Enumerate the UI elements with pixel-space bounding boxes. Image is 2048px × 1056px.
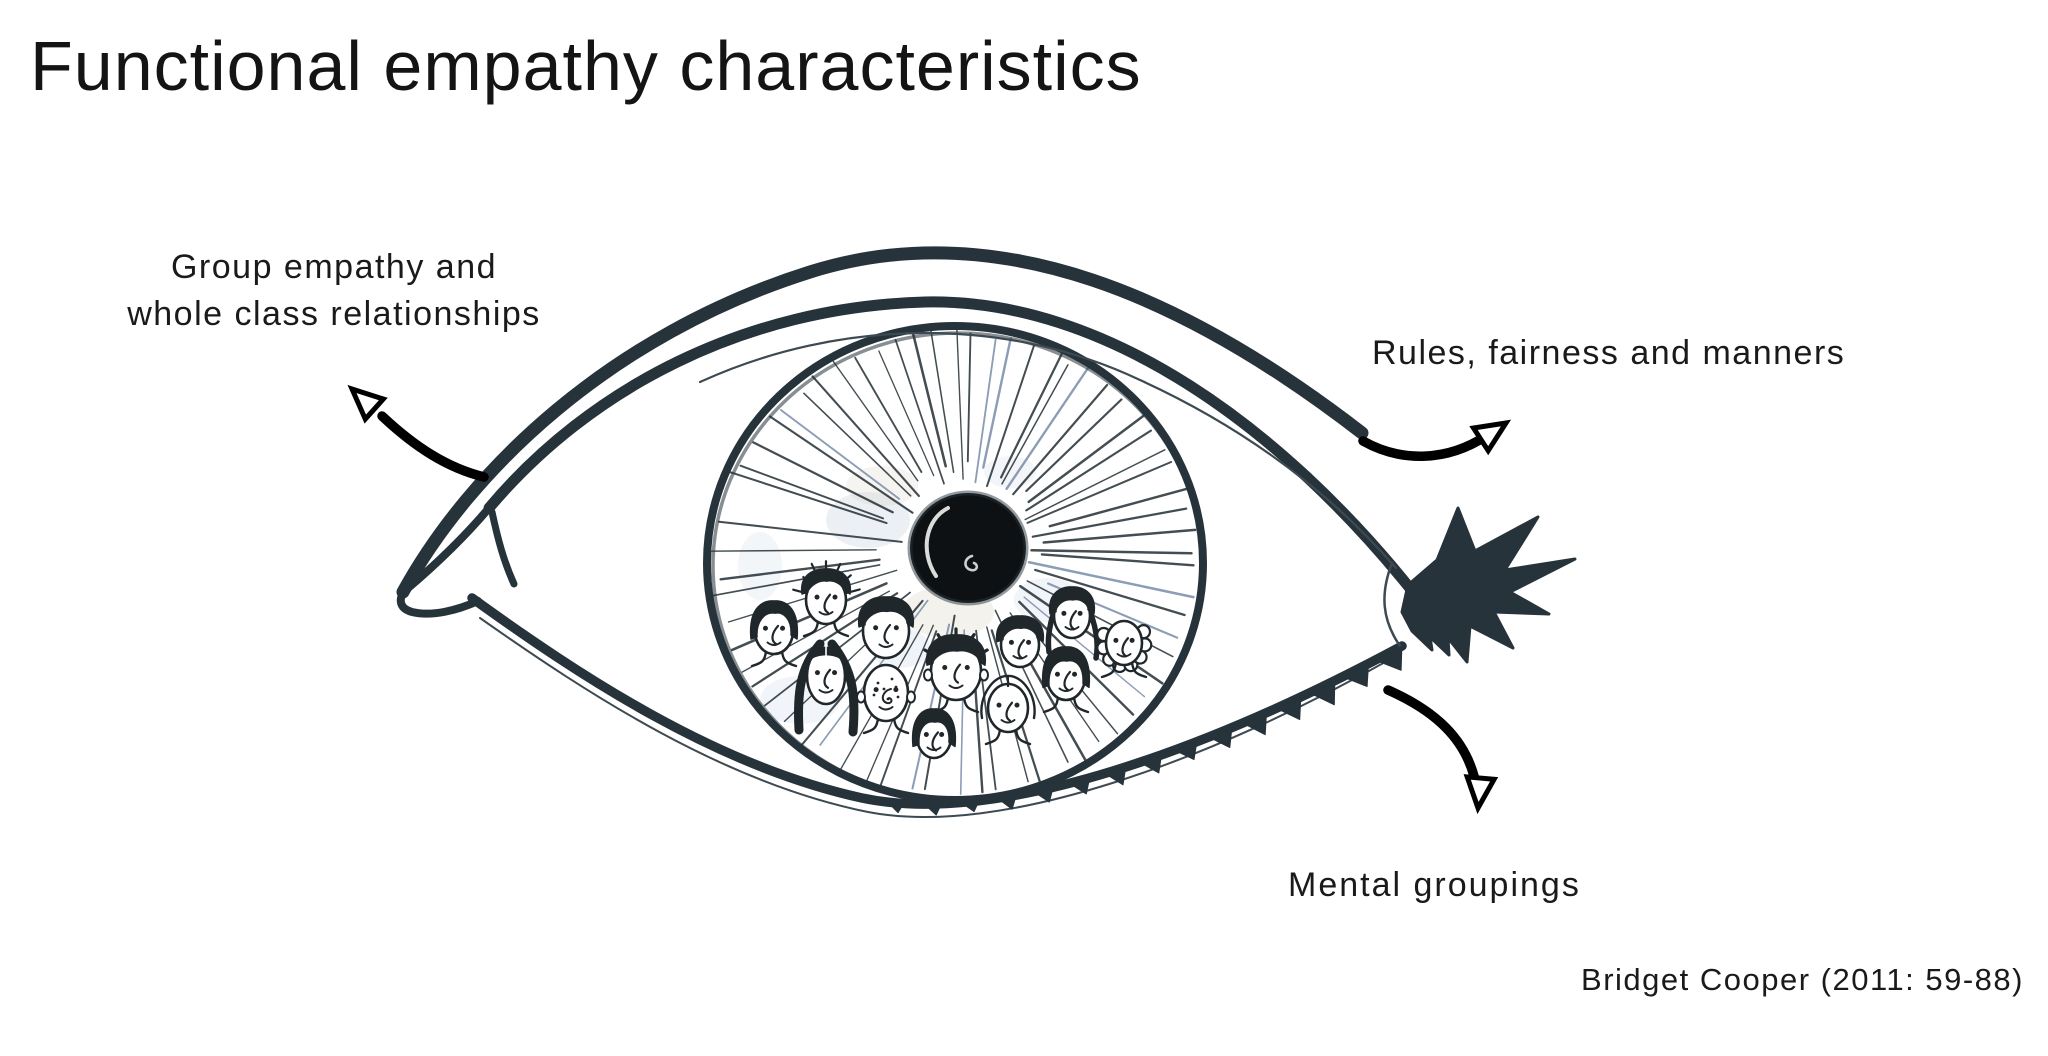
face-6: [995, 615, 1045, 669]
face-1: [792, 560, 861, 638]
face-2: [1045, 586, 1100, 661]
face-9: [1041, 646, 1091, 714]
upper-lid-crease-line: [698, 331, 1398, 570]
outer-corner-crescent: [1383, 561, 1402, 648]
face-12: [911, 708, 957, 760]
face-5: [1096, 619, 1153, 679]
arrow-to-rules-fairness: [1358, 431, 1491, 461]
upper-lid-outer-curve: [396, 246, 1369, 599]
label-group-empathy-line1: Group empathy and: [170, 248, 498, 286]
face-3: [749, 600, 799, 668]
outer-corner-lash-starburst: [1400, 506, 1577, 664]
slide-title: Functional empathy characteristics: [30, 27, 1142, 105]
citation: Bridget Cooper (2011: 59-88): [1581, 962, 2024, 997]
arrow-heads: [347, 384, 1512, 815]
label-group-empathy-line2: whole class relationships: [127, 295, 541, 333]
label-mental-groupings: Mental groupings: [1288, 866, 1581, 904]
tear-duct-inner-line: [488, 508, 518, 588]
face-10: [856, 663, 916, 735]
label-group-empathy: Group empathy and whole class relationsh…: [84, 244, 584, 338]
face-11: [980, 674, 1036, 746]
lower-lash-sawtooth: [887, 645, 1403, 816]
faces-in-iris: [749, 560, 1153, 760]
upper-lid-inner-curve: [483, 296, 1419, 598]
face-8: [793, 639, 859, 737]
pupil-highlight-curl: [964, 554, 979, 572]
arrow-to-group-empathy: [377, 411, 489, 482]
pupil-highlight-arc: [924, 506, 950, 578]
annotation-arrows: [347, 384, 1512, 815]
face-4: [858, 596, 914, 660]
face-7: [923, 627, 989, 714]
eyelids: [396, 246, 1577, 819]
pupil: [907, 490, 1029, 606]
tear-duct-loop: [396, 504, 493, 618]
label-rules-fairness: Rules, fairness and manners: [1372, 334, 1846, 372]
arrow-to-mental-groupings: [1383, 685, 1479, 781]
